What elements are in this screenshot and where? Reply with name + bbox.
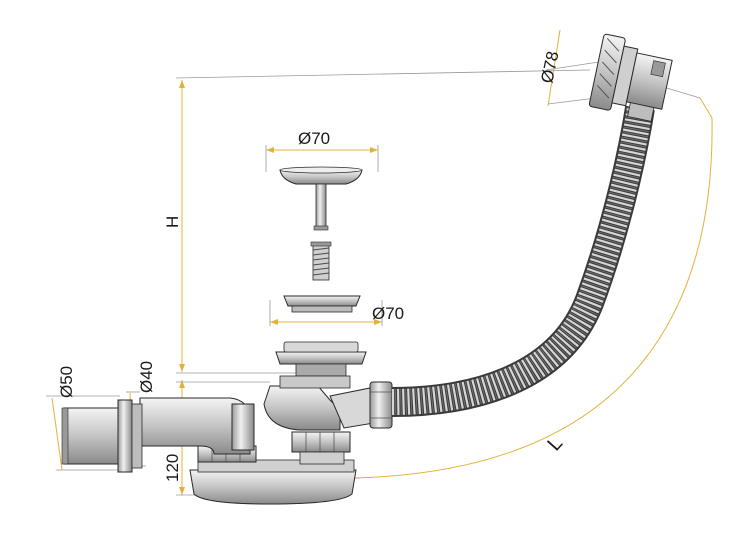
outlet-pipe	[61, 397, 255, 473]
d70-top-label: Ø70	[298, 129, 330, 148]
flange-washer	[283, 295, 361, 313]
h120-label: 120	[163, 454, 182, 482]
l-label: L	[543, 432, 567, 455]
drain-plug-cap	[279, 169, 363, 185]
siphon-bowl	[189, 469, 357, 505]
right-union-nut	[291, 431, 351, 453]
d78-label: Ø78	[537, 49, 562, 84]
d40-label: Ø40	[137, 361, 156, 393]
h-label: H	[163, 216, 182, 228]
extension-lines	[46, 59, 701, 496]
d78-dimension-line	[547, 29, 561, 107]
drain-plug-assembly	[279, 166, 363, 281]
threaded-screw	[310, 241, 332, 281]
d50-label: Ø50	[57, 366, 76, 398]
overflow-head	[588, 33, 673, 122]
hose-connector-nut	[369, 381, 393, 429]
outlet-strainer	[275, 341, 367, 377]
l-dimension-arc	[354, 117, 713, 479]
d50-dimension-line	[51, 397, 63, 471]
l-dimension-line-upper	[699, 97, 713, 119]
corrugated-hose	[391, 105, 655, 417]
siphon-body	[189, 375, 393, 505]
drain-plug-stem	[315, 183, 327, 229]
d70-mid-label: Ø70	[372, 304, 404, 323]
